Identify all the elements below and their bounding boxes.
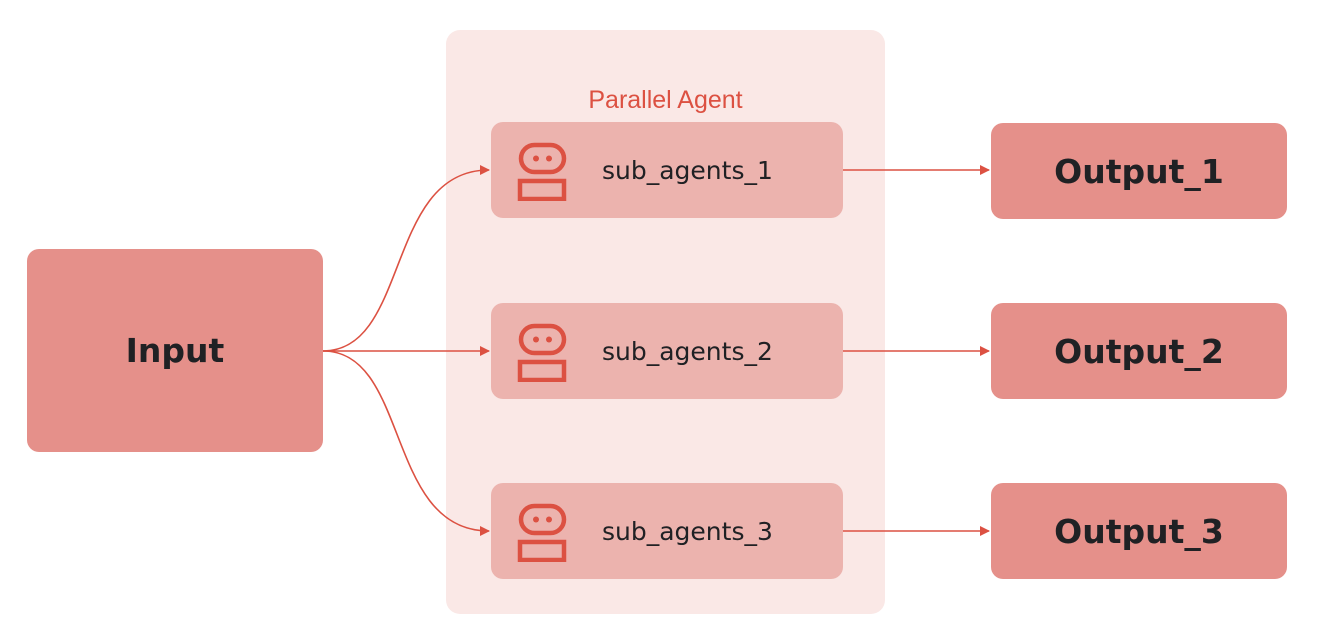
sub-agent-label-3: sub_agents_3 (602, 516, 773, 546)
output-node-2: Output_2 (991, 303, 1287, 399)
robot-icon (517, 503, 567, 562)
sub-agent-node-3: sub_agents_3 (491, 483, 843, 579)
robot-icon (517, 323, 567, 382)
output-node-1: Output_1 (991, 123, 1287, 219)
sub-agent-label-2: sub_agents_2 (602, 336, 773, 366)
sub-agent-node-1: sub_agents_1 (491, 122, 843, 218)
sub-agent-label-1: sub_agents_1 (602, 155, 773, 185)
output-node-3: Output_3 (991, 483, 1287, 579)
input-node: Input (27, 249, 323, 452)
robot-icon (517, 142, 567, 201)
parallel-agent-title: Parallel Agent (588, 86, 743, 114)
sub-agent-node-2: sub_agents_2 (491, 303, 843, 399)
